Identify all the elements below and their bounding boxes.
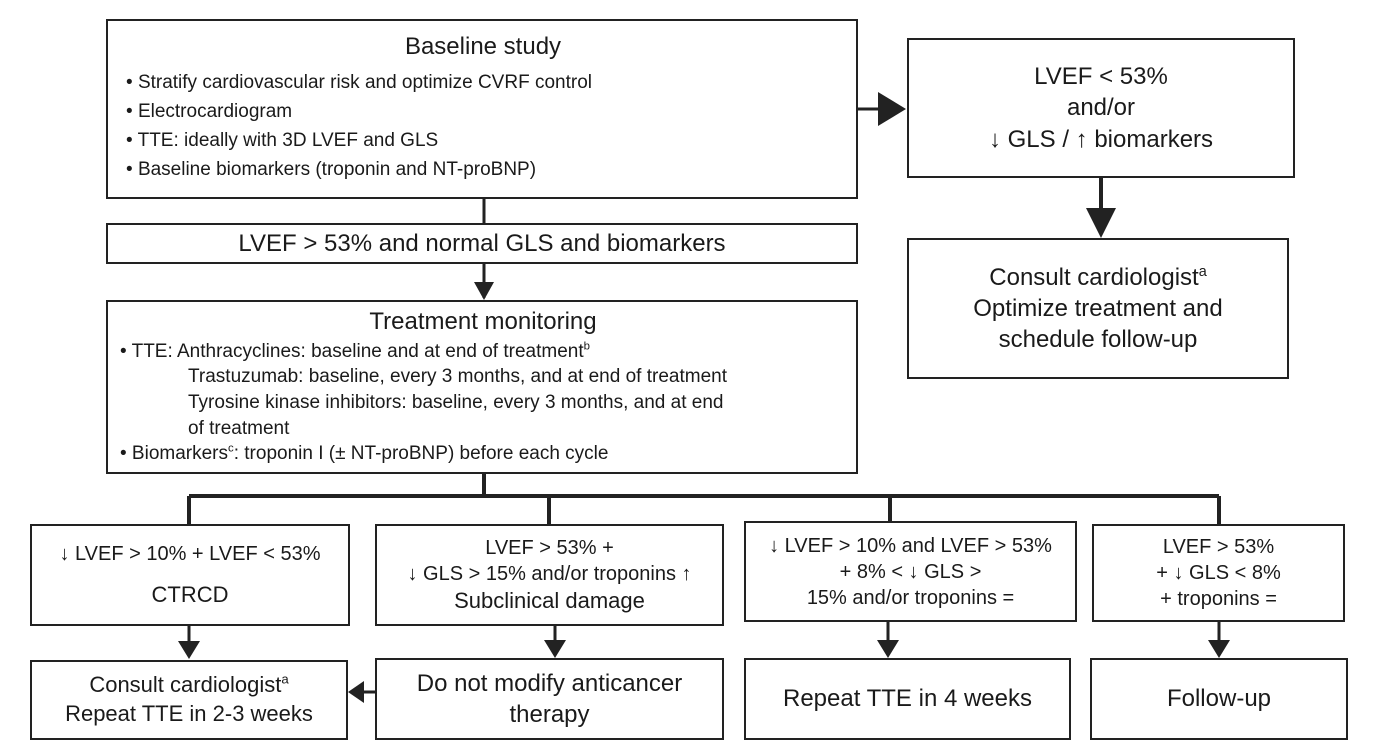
- monitoring-biomarkers-line: • Biomarkersc: troponin I (± NT-proBNP) …: [120, 443, 609, 465]
- action-consult-repeat-box: Consult cardiologista Repeat TTE in 2-3 …: [30, 660, 348, 740]
- arrowhead-outcome-action-2: [544, 640, 566, 658]
- outcome-3-line-1: ↓ LVEF > 10% and LVEF > 53%: [769, 534, 1052, 557]
- consult-top-line-2: Optimize treatment and: [973, 294, 1223, 322]
- action-4-line-1: Follow-up: [1166, 685, 1272, 713]
- arrowhead-action2-action1: [348, 681, 364, 703]
- arrowhead-normal-monitoring: [474, 282, 494, 300]
- arrowhead-outcome-action-1: [178, 641, 200, 659]
- baseline-item-ecg: Electrocardiogram: [126, 97, 840, 126]
- action-2-line-2: therapy: [509, 701, 590, 728]
- outcome-2-line-3: Subclinical damage: [454, 587, 645, 613]
- action-follow-up-box: Follow-up: [1090, 658, 1348, 740]
- baseline-study-list: Stratify cardiovascular risk and optimiz…: [126, 68, 840, 184]
- outcome-1-line-2: CTRCD: [151, 581, 229, 607]
- action-repeat-tte-box: Repeat TTE in 4 weeks: [744, 658, 1071, 740]
- treatment-monitoring-box: Treatment monitoring • TTE: Anthracyclin…: [106, 300, 858, 474]
- outcome-4-line-1: LVEF > 53%: [1162, 536, 1275, 558]
- action-3-line-1: Repeat TTE in 4 weeks: [782, 685, 1032, 713]
- abnormal-line-2: and/or: [1066, 94, 1136, 122]
- outcome-1-line-1: ↓ LVEF > 10% + LVEF < 53%: [59, 542, 321, 565]
- outcome-normal-box: LVEF > 53% + ↓ GLS < 8% + troponins =: [1092, 524, 1345, 622]
- abnormal-line-1: LVEF < 53%: [1034, 63, 1168, 91]
- outcome-ctrcd-box: ↓ LVEF > 10% + LVEF < 53% CTRCD: [30, 524, 350, 626]
- consult-cardiologist-box: Consult cardiologista Optimize treatment…: [907, 238, 1289, 379]
- outcome-4-line-2: + ↓ GLS < 8%: [1156, 562, 1281, 584]
- monitoring-tki-line-1: Tyrosine kinase inhibitors: baseline, ev…: [188, 392, 724, 414]
- action-2-line-1: Do not modify anticancer: [416, 669, 683, 697]
- consult-top-line-3: schedule follow-up: [998, 326, 1198, 354]
- outcome-3-line-2: + 8% < ↓ GLS >: [839, 560, 982, 583]
- arrowhead-outcome-action-4: [1208, 640, 1230, 658]
- monitoring-tki-line-2: of treatment: [188, 417, 290, 439]
- arrowhead-abnormal-consult: [1086, 208, 1116, 238]
- action-1-line-1: Consult cardiologista: [89, 672, 289, 698]
- monitoring-trastuzumab-line: Trastuzumab: baseline, every 3 months, a…: [188, 366, 727, 388]
- arrowhead-outcome-action-3: [877, 640, 899, 658]
- normal-result-box: LVEF > 53% and normal GLS and biomarkers: [106, 223, 858, 264]
- treatment-monitoring-title: Treatment monitoring: [369, 308, 597, 335]
- outcome-subclinical-box: LVEF > 53% + ↓ GLS > 15% and/or troponin…: [375, 524, 724, 626]
- baseline-item-risk: Stratify cardiovascular risk and optimiz…: [126, 68, 840, 97]
- baseline-item-biomarkers: Baseline biomarkers (troponin and NT-pro…: [126, 155, 840, 184]
- consult-top-line-1: Consult cardiologista: [989, 263, 1207, 291]
- outcome-mild-decline-box: ↓ LVEF > 10% and LVEF > 53% + 8% < ↓ GLS…: [744, 521, 1077, 622]
- arrowhead-baseline-abnormal: [878, 92, 906, 126]
- outcome-2-line-2: ↓ GLS > 15% and/or troponins ↑: [407, 562, 692, 585]
- outcome-4-line-3: + troponins =: [1160, 588, 1277, 610]
- normal-result-text: LVEF > 53% and normal GLS and biomarkers: [238, 229, 726, 257]
- outcome-3-line-3: 15% and/or troponins =: [806, 586, 1015, 609]
- action-do-not-modify-box: Do not modify anticancer therapy: [375, 658, 724, 740]
- baseline-item-tte: TTE: ideally with 3D LVEF and GLS: [126, 126, 840, 155]
- outcome-2-line-1: LVEF > 53% +: [485, 536, 614, 559]
- baseline-study-box: Baseline study Stratify cardiovascular r…: [106, 19, 858, 199]
- baseline-study-title: Baseline study: [404, 33, 562, 60]
- action-1-line-2: Repeat TTE in 2-3 weeks: [65, 701, 313, 726]
- abnormal-line-3: ↓ GLS / ↑ biomarkers: [988, 125, 1214, 153]
- monitoring-tte-line: • TTE: Anthracyclines: baseline and at e…: [120, 340, 590, 362]
- abnormal-result-box: LVEF < 53% and/or ↓ GLS / ↑ biomarkers: [907, 38, 1295, 178]
